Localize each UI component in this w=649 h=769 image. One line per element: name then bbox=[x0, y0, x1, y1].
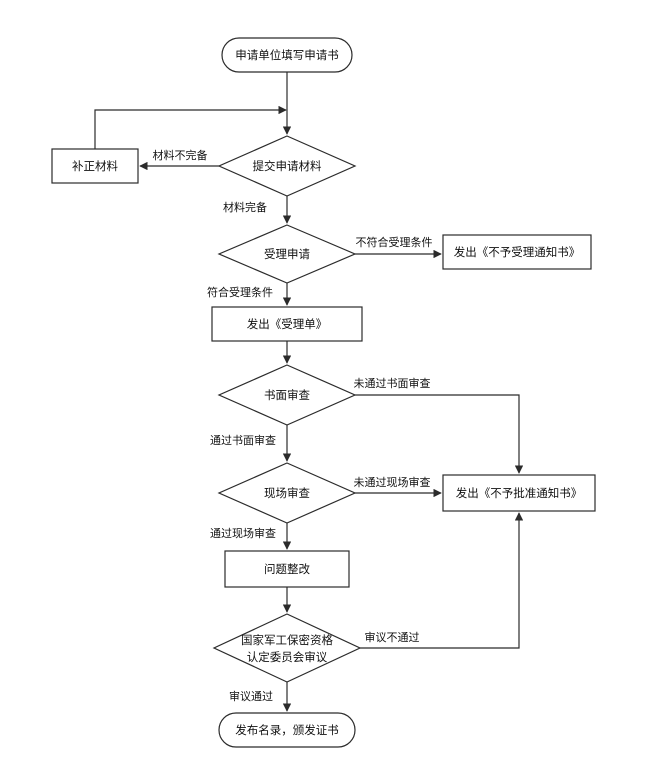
node-not-approved-notice-label: 发出《不予批准通知书》 bbox=[456, 486, 583, 500]
node-committee-label-line1: 国家军工保密资格 bbox=[241, 633, 333, 647]
node-committee-label-line2: 认定委员会审议 bbox=[247, 650, 328, 664]
node-not-approved-notice: 发出《不予批准通知书》 bbox=[442, 474, 596, 512]
node-not-accepted-notice-label: 发出《不予受理通知书》 bbox=[454, 245, 581, 259]
edge-committee-fail bbox=[360, 512, 524, 649]
node-onsite-review: 现场审查 bbox=[217, 462, 357, 524]
node-supplement-label: 补正材料 bbox=[72, 159, 118, 173]
node-supplement: 补正材料 bbox=[51, 148, 139, 184]
node-submit: 提交申请材料 bbox=[217, 135, 357, 197]
node-submit-label: 提交申请材料 bbox=[253, 159, 322, 173]
node-start-label: 申请单位填写申请书 bbox=[235, 48, 339, 62]
edge-label-review-pass: 审议通过 bbox=[229, 689, 273, 703]
node-end: 发布名录，颁发证书 bbox=[218, 712, 356, 748]
edge-label-onsite-pass: 通过现场审查 bbox=[210, 526, 276, 540]
node-acceptance-slip-label: 发出《受理单》 bbox=[247, 317, 328, 331]
edge-label-not-meet: 不符合受理条件 bbox=[356, 235, 433, 249]
node-committee: 国家军工保密资格 认定委员会审议 bbox=[212, 613, 362, 683]
node-acceptance-slip: 发出《受理单》 bbox=[211, 306, 363, 342]
edge-written-fail bbox=[355, 394, 524, 474]
edge-label-review-fail: 审议不通过 bbox=[365, 630, 420, 644]
edge-label-onsite-fail: 未通过现场审查 bbox=[354, 475, 431, 489]
node-end-label: 发布名录，颁发证书 bbox=[235, 723, 339, 737]
edge-label-written-fail: 未通过书面审查 bbox=[354, 376, 431, 390]
node-onsite-review-label: 现场审查 bbox=[264, 486, 310, 500]
edge-label-complete: 材料完备 bbox=[223, 200, 267, 214]
node-accept-label: 受理申请 bbox=[264, 247, 310, 261]
node-start: 申请单位填写申请书 bbox=[221, 37, 353, 73]
edge-label-incomplete: 材料不完备 bbox=[153, 148, 208, 162]
node-written-review: 书面审查 bbox=[217, 364, 357, 426]
node-rectify: 问题整改 bbox=[224, 550, 350, 588]
node-rectify-label: 问题整改 bbox=[264, 562, 310, 576]
edge-supplement-loop bbox=[94, 105, 287, 149]
node-accept: 受理申请 bbox=[217, 224, 357, 284]
edge-label-written-pass: 通过书面审查 bbox=[210, 433, 276, 447]
node-written-review-label: 书面审查 bbox=[264, 388, 310, 402]
edge-label-meet: 符合受理条件 bbox=[207, 285, 273, 299]
node-not-accepted-notice: 发出《不予受理通知书》 bbox=[442, 234, 592, 270]
